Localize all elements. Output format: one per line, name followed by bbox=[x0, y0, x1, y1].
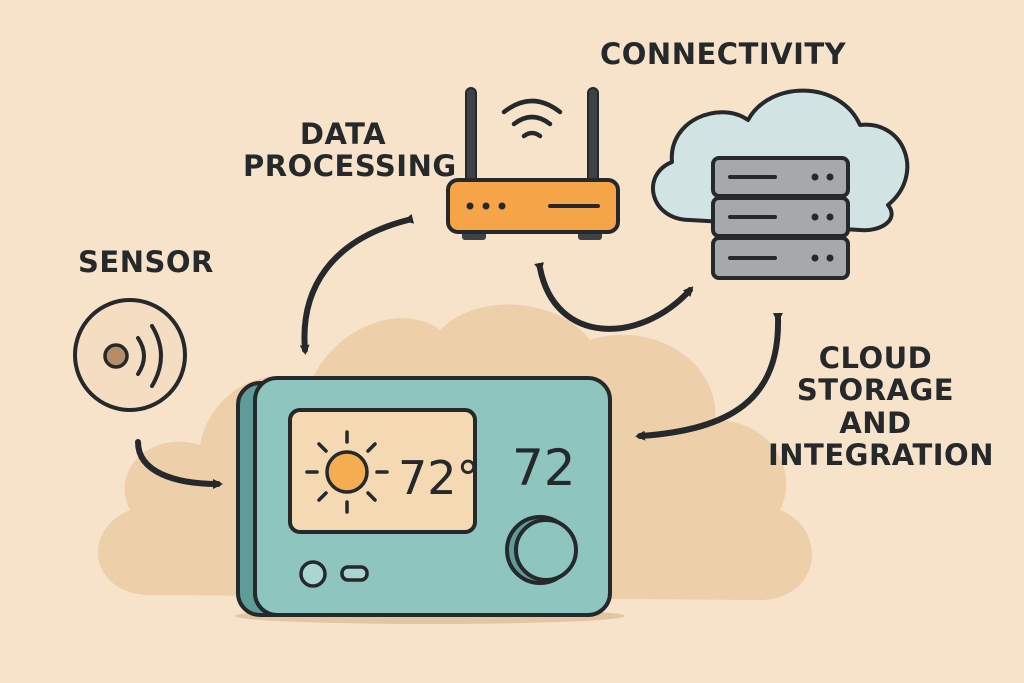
sun-icon bbox=[305, 430, 389, 514]
thermostat-side-reading: 72 bbox=[512, 439, 576, 497]
label-connectivity: CONNECTIVITY bbox=[600, 37, 847, 71]
label-line: CLOUD bbox=[818, 341, 933, 375]
label-line: DATA bbox=[299, 117, 387, 151]
label-line: STORAGE bbox=[796, 373, 955, 408]
thermostat-icon bbox=[235, 376, 625, 624]
sensor-icon bbox=[73, 298, 187, 412]
server-icon bbox=[711, 156, 850, 280]
label-line: PROCESSING bbox=[243, 149, 457, 184]
arrow-cloud-to-thermostat bbox=[635, 312, 783, 441]
label-line: INTEGRATION bbox=[768, 438, 994, 473]
arrow-sensor-to-thermostat bbox=[135, 439, 223, 489]
arrow-data-to-thermostat bbox=[299, 213, 415, 355]
wifi-icon bbox=[501, 98, 563, 139]
thermostat-display-temp: 72° bbox=[398, 451, 480, 505]
router-icon bbox=[446, 87, 620, 240]
label-line: AND bbox=[839, 405, 912, 440]
label-sensor: SENSOR bbox=[78, 245, 214, 279]
arrow-router-to-cloud bbox=[534, 262, 694, 332]
label-data-processing: DATA PROCESSING bbox=[243, 117, 457, 184]
label-cloud-storage: CLOUD STORAGE AND INTEGRATION bbox=[768, 341, 994, 473]
